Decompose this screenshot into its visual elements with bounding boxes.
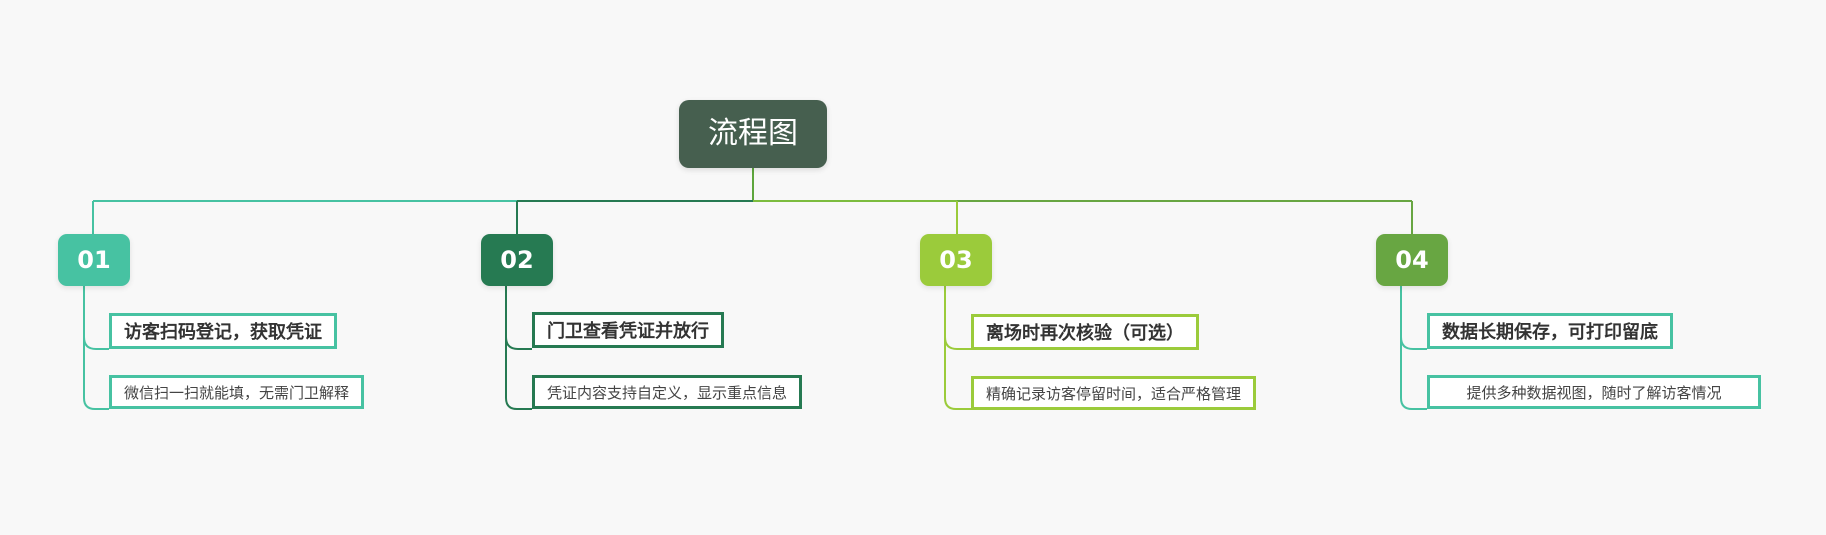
step-3-detail[interactable]: 精确记录访客停留时间，适合严格管理 (971, 376, 1257, 410)
branch-4-title-tick (1400, 336, 1427, 350)
step-1-detail[interactable]: 微信扫一扫就能填，无需门卫解释 (109, 375, 365, 409)
step-2-title[interactable]: 门卫查看凭证并放行 (532, 312, 724, 348)
step-1-number[interactable]: 01 (58, 234, 130, 286)
step-3-title[interactable]: 离场时再次核验（可选） (971, 314, 1199, 350)
branch-2-title-tick (505, 336, 532, 350)
step-3-number[interactable]: 03 (920, 234, 992, 286)
branch-3-line (944, 286, 971, 410)
root-node[interactable]: 流程图 (679, 100, 827, 168)
step-4-detail[interactable]: 提供多种数据视图，随时了解访客情况 (1427, 375, 1761, 409)
branch-3-title-tick (944, 336, 971, 350)
step-2-number[interactable]: 02 (481, 234, 553, 286)
branch-1-title-tick (83, 336, 109, 350)
branch-2-line (505, 286, 532, 410)
step-4-number[interactable]: 04 (1376, 234, 1448, 286)
branch-1-line (83, 286, 109, 410)
step-2-detail[interactable]: 凭证内容支持自定义，显示重点信息 (532, 375, 803, 409)
step-4-title[interactable]: 数据长期保存，可打印留底 (1427, 313, 1673, 349)
step-1-title[interactable]: 访客扫码登记，获取凭证 (109, 313, 337, 349)
branch-4-line (1400, 286, 1427, 410)
